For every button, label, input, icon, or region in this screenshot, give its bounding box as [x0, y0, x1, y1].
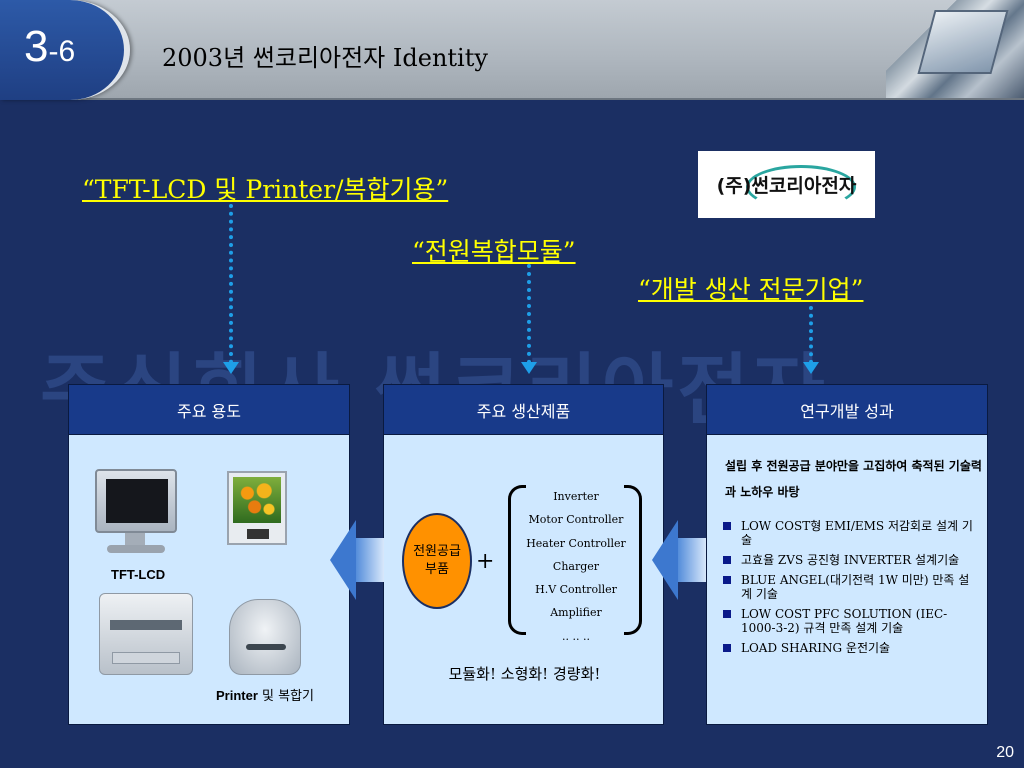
- products-panel-title: 주요 생산제품: [384, 385, 663, 435]
- page-title: 2003년 썬코리아전자 Identity: [162, 44, 488, 72]
- left-brace: [508, 485, 526, 635]
- printer-label-bold: Printer: [216, 688, 258, 703]
- products-panel: 주요 생산제품 전원공급 부품 + Inverter Motor Control…: [383, 384, 664, 725]
- square-bullet-icon: [723, 644, 731, 652]
- power-supply-core: 전원공급 부품: [402, 513, 472, 609]
- rnd-panel-title: 연구개발 성과: [707, 385, 987, 435]
- slide-number-main: 3: [24, 22, 49, 71]
- achievement-list: LOW COST형 EMI/EMS 저감회로 설계 기술 고효율 ZVS 공진형…: [721, 519, 979, 661]
- header-decorative-image: [886, 0, 1024, 98]
- tft-lcd-label: TFT-LCD: [111, 567, 166, 582]
- list-item: LOW COST PFC SOLUTION (IEC-1000-3-2) 규격 …: [721, 607, 979, 635]
- list-item: H.V Controller: [535, 583, 617, 597]
- monitor-stand: [125, 533, 145, 547]
- list-item: Heater Controller: [526, 536, 626, 550]
- square-bullet-icon: [723, 522, 731, 530]
- quote-usage: “TFT-LCD 및 Printer/복합기용”: [82, 175, 449, 204]
- connector-line-product: [527, 264, 531, 364]
- list-item-text: LOW COST형 EMI/EMS 저감회로 설계 기술: [741, 519, 973, 547]
- product-slogan: 모듈화! 소형화! 경량화!: [448, 665, 601, 683]
- square-bullet-icon: [723, 610, 731, 618]
- left-arrow-icon: [330, 520, 384, 600]
- slide-number-sub: -6: [48, 35, 76, 68]
- quote-product: “전원복합모듈”: [412, 237, 576, 266]
- rnd-panel: 연구개발 성과 설립 후 전원공급 분야만을 고집하여 축적된 기술력과 노하우…: [706, 384, 988, 725]
- arrow-head-usage: [223, 362, 239, 374]
- usage-panel-title: 주요 용도: [69, 385, 349, 435]
- quote-company: “개발 생산 전문기업”: [638, 275, 864, 304]
- square-bullet-icon: [723, 556, 731, 564]
- list-item: Inverter: [553, 490, 599, 503]
- arrow-head-rnd: [803, 362, 819, 374]
- list-item-text: 고효율 ZVS 공진형 INVERTER 설계기술: [741, 553, 960, 567]
- list-item: LOAD SHARING 운전기술: [721, 641, 979, 655]
- logo-text: (주)썬코리아전자: [716, 175, 857, 197]
- monitor-base: [107, 545, 165, 553]
- list-item: Charger: [552, 559, 600, 573]
- plus-sign: +: [476, 549, 495, 574]
- printer-label: Printer 및 복합기: [216, 685, 314, 704]
- list-item-text: BLUE ANGEL(대기전력 1W 미만) 만족 설계 기술: [741, 573, 970, 601]
- lcd-monitor-image: [95, 469, 177, 533]
- list-item: 고효율 ZVS 공진형 INVERTER 설계기술: [721, 553, 979, 567]
- list-item: Motor Controller: [528, 513, 624, 527]
- multifunction-copier-image: [99, 593, 193, 675]
- page-number: 20: [996, 744, 1014, 761]
- list-item: .. .. ..: [562, 629, 590, 643]
- left-arrow-icon: [652, 520, 706, 600]
- product-list: Inverter Motor Controller Heater Control…: [526, 485, 626, 648]
- logo-arc: [746, 165, 856, 209]
- rnd-intro: 설립 후 전원공급 분야만을 고집하여 축적된 기술력과 노하우 바탕: [725, 459, 982, 499]
- printer-label-rest: 및 복합기: [257, 689, 315, 704]
- printer-image: [229, 599, 301, 675]
- right-brace: [624, 485, 642, 635]
- company-logo: (주)썬코리아전자: [698, 151, 875, 218]
- arrow-head-product: [521, 362, 537, 374]
- slide-number-tab: 3-6: [0, 0, 130, 100]
- connector-line-rnd: [809, 306, 813, 364]
- square-bullet-icon: [723, 576, 731, 584]
- list-item: BLUE ANGEL(대기전력 1W 미만) 만족 설계 기술: [721, 573, 979, 601]
- list-item-text: LOAD SHARING 운전기술: [741, 641, 891, 655]
- power-supply-core-label: 전원공급 부품: [413, 544, 461, 577]
- list-item: LOW COST형 EMI/EMS 저감회로 설계 기술: [721, 519, 979, 547]
- slide-header: 3-6 2003년 썬코리아전자 Identity: [0, 0, 1024, 100]
- connector-line-usage: [229, 204, 233, 364]
- list-item-text: LOW COST PFC SOLUTION (IEC-1000-3-2) 규격 …: [741, 607, 948, 635]
- list-item: Amplifier: [550, 606, 602, 620]
- slide-number: 3-6: [24, 22, 75, 72]
- usage-panel: 주요 용도 TFT-LCD Printer 및 복합기: [68, 384, 350, 725]
- photo-monitor-image: [227, 471, 287, 545]
